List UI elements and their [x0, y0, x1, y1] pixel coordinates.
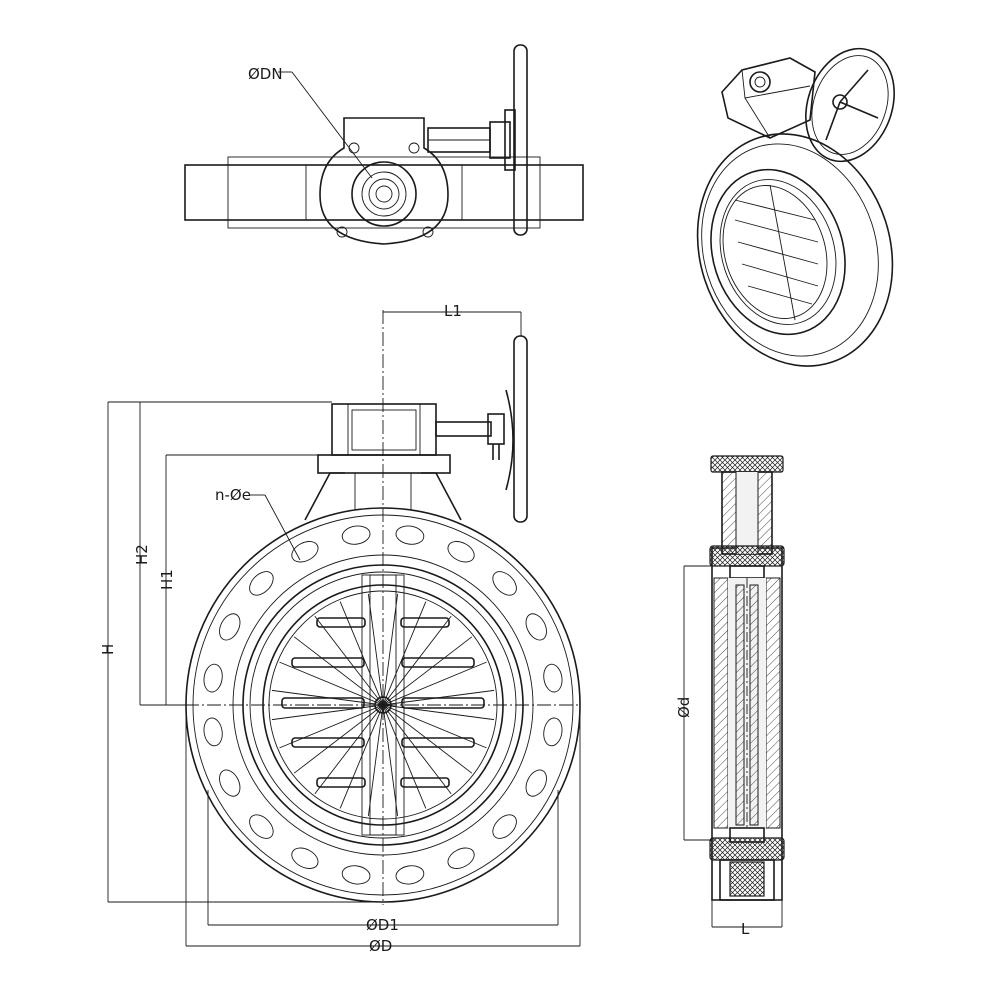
bolt-hole	[525, 769, 547, 797]
flange-rim-top	[227, 156, 541, 229]
bolt-holes	[203, 525, 563, 885]
top-view: ØDN	[184, 44, 584, 245]
mounting-plate	[317, 454, 451, 474]
bolt-hole	[492, 571, 517, 596]
gearbox-top	[319, 117, 449, 245]
handwheel-front	[513, 335, 528, 523]
bolt-hole	[203, 663, 223, 693]
bolt-hole	[341, 525, 371, 545]
handwheel-top	[513, 44, 528, 236]
dn-label: ØDN	[248, 65, 283, 83]
bolt-hole	[447, 847, 475, 869]
bolt-hole	[249, 814, 274, 839]
bolt-hole	[219, 769, 241, 797]
bolt-hole	[203, 717, 223, 747]
valve-body-top	[184, 164, 584, 221]
bolt-hole	[525, 613, 547, 641]
h2-label: H2	[133, 544, 151, 565]
section-view: Ød L	[675, 455, 785, 938]
bolt-hole	[249, 571, 274, 596]
h1-label: H1	[158, 569, 176, 590]
l1-label: L1	[444, 302, 462, 320]
bolt-hole	[492, 814, 517, 839]
d1-label: ØD1	[366, 916, 399, 934]
bore-label: Ød	[675, 697, 693, 718]
bolt-hole	[291, 541, 319, 563]
isometric-view	[696, 47, 895, 367]
bolt-hole	[291, 847, 319, 869]
bolt-hole	[543, 717, 563, 747]
l-label: L	[741, 920, 750, 938]
front-view: L1 n-Øe H H2 H1 ØD1 ØD	[99, 302, 581, 955]
d-label: ØD	[369, 937, 392, 955]
bolt-hole	[341, 865, 371, 885]
bolt-hole	[543, 663, 563, 693]
bolt-hole	[447, 541, 475, 563]
bolt-label: n-Øe	[215, 486, 251, 504]
h-label: H	[99, 644, 117, 655]
bolt-hole	[219, 613, 241, 641]
bolt-hole	[395, 865, 425, 885]
bolt-hole	[395, 525, 425, 545]
